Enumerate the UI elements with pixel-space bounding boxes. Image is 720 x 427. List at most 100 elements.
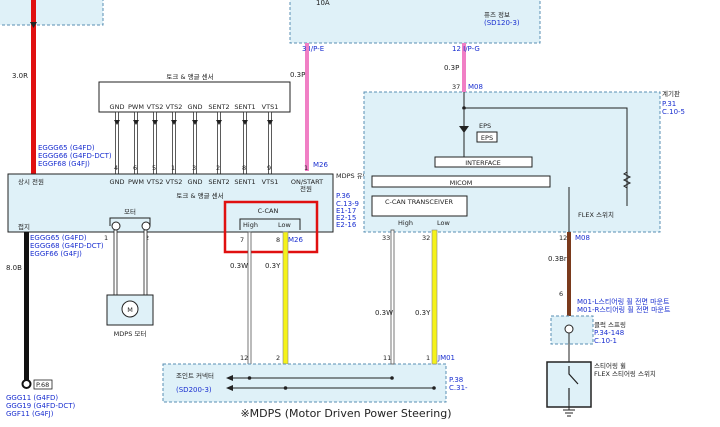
ground-ref-3: EGGF66 (G4FJ) (30, 250, 82, 258)
can-bracket (239, 218, 301, 230)
ign-conn-label: 3 I/P-E (302, 45, 324, 53)
ground-ref-1: EGGG65 (G4FD) (30, 234, 87, 242)
egg-ref-1: EGGG65 (G4FD) (38, 144, 95, 152)
can-connector: M26 (288, 236, 303, 244)
mdps-page-2: C.13-9 (336, 200, 359, 208)
motor-wire-1 (113, 229, 118, 297)
resistor-icon (622, 171, 632, 189)
motor-term-1 (111, 221, 121, 231)
motor-wire-2 (143, 229, 148, 297)
power-wire-label: 3.0R (12, 72, 28, 80)
ground-ref-2: EGGG68 (G4FD-DCT) (30, 242, 104, 250)
top-fuse-box (289, 0, 541, 44)
can-pin-high: 7 (240, 236, 244, 244)
joint-connector-box (162, 363, 447, 403)
mdps-torque-label: 토크 & 앵글 센서 (176, 191, 223, 200)
sensor-pin-label: VTS2 (166, 103, 183, 111)
can-high-wire-right-label: 0.3W (375, 309, 393, 317)
flex-brown-label: 0.3Br (548, 255, 567, 263)
mdps-name: MDPS 유닛 (336, 171, 369, 180)
cluster-flex-pin: 12 (559, 234, 567, 242)
sensor-connector-mark (242, 120, 248, 125)
ground-page-box (33, 379, 53, 390)
motor-label: 모터 (124, 207, 136, 216)
can-high-wire-left (247, 231, 252, 365)
ground-point-icon (21, 379, 32, 389)
mdps-pin-number: 4 (114, 164, 118, 172)
ground-wire (24, 232, 29, 380)
joint-dot-1 (247, 376, 252, 380)
mid-pink-label: 0.3P (444, 64, 459, 72)
mdps-pin-number: 2 (216, 164, 220, 172)
clock-spring-icon (564, 324, 574, 334)
motor-symbol-letter: M (127, 306, 133, 314)
clock-spring-page-2: C.10-1 (594, 337, 617, 345)
joint-pin-left: 12 (240, 354, 248, 362)
sensor-connector-mark (216, 120, 222, 125)
can-highlight (223, 200, 319, 254)
joint-high-arrow (226, 375, 233, 381)
flex-ground-icon (563, 409, 575, 417)
can-high-label: High (243, 221, 258, 229)
sensor-pin-label: GND (188, 103, 203, 111)
cluster-top-conn: M08 (468, 83, 483, 91)
micom-label: MICOM (450, 179, 473, 187)
mdps-page-3: E1-17 (336, 207, 356, 215)
flex-switch-note: 스티어링 휠 (594, 361, 626, 370)
egg-ref-3: EGGF68 (G4FJ) (38, 160, 90, 168)
joint-page-2: C.31- (449, 384, 468, 392)
joint-low-arrow (226, 385, 233, 391)
cluster-flex-label: FLEX 스위치 (578, 210, 614, 219)
cluster-pin-low: 32 (422, 234, 430, 242)
joint-dot-2 (283, 386, 288, 390)
sensor-connector-mark (192, 120, 198, 125)
flex-brown-wire (567, 232, 571, 316)
bottom-ground-ref-3: GGF11 (G4FJ) (6, 410, 54, 418)
mdps-ign-note: 전원 (300, 184, 312, 193)
joint-pin-right2: 1 (426, 354, 430, 362)
mdps-pin-number: 1 (304, 164, 308, 172)
cluster-low: Low (437, 219, 450, 227)
sensor-connector-mark (133, 120, 139, 125)
can-low-wire-left (282, 231, 289, 365)
caption: ※MDPS (Motor Driven Power Steering) (240, 407, 451, 420)
can-high-wire-left-label: 0.3W (230, 262, 248, 270)
torque-sensor-box (98, 81, 291, 113)
joint-pin-left2: 2 (276, 354, 280, 362)
joint-label-2: (SD200-3) (176, 386, 212, 394)
can-low-wire-left-label: 0.3Y (265, 262, 281, 270)
sensor-pin-label: VTS1 (262, 103, 279, 111)
cluster-high: High (398, 219, 413, 227)
mdps-pin-number: 3 (192, 164, 196, 172)
cluster-pin-high: 33 (382, 234, 390, 242)
mdps-pin-labels: 4GND6PWM5VTS21VTS23GND2SENT28SENT19VTS11… (110, 164, 324, 186)
interface-box (434, 156, 533, 168)
sensor-connector-mark (267, 120, 273, 125)
joint-label-1: 조인트 커넥터 (176, 371, 214, 380)
mdps-pin-label: VTS2 (166, 178, 183, 186)
motor-bracket (109, 217, 151, 226)
fuse-note: 퓨즈 정보 (484, 10, 510, 19)
mdps-pin-label: VTS1 (262, 178, 279, 186)
mdps-connector: M26 (313, 161, 328, 169)
mdps-left-power-label: 상시 전원 (18, 177, 44, 186)
can-label: C-CAN (258, 207, 279, 215)
sensor-title: 토크 & 앵글 센서 (166, 72, 213, 81)
eps-badge (476, 131, 498, 143)
flex-switch-icon (568, 366, 579, 400)
power-wire-arrow (30, 22, 37, 28)
mdps-ground-label: 접지 (18, 222, 30, 231)
mdps-pin-number: 1 (171, 164, 175, 172)
sensor-pin-label: VTS2 (147, 103, 164, 111)
mdps-pin-label: PWM (128, 178, 144, 186)
can-low-wire-right (431, 229, 438, 365)
sensor-connector-mark (152, 120, 158, 125)
flex-switch-label: FLEX 스티어링 스위치 (594, 369, 656, 378)
power-wire (31, 0, 36, 174)
sensor-pin-label: GND (110, 103, 125, 111)
flex-mid-ref-1: M01-L스티어링 휠 전면 마운트 (577, 297, 670, 306)
ign-wire-label: 0.3P (290, 71, 305, 79)
ign-wire (305, 43, 309, 171)
joint-page-1: P.38 (449, 376, 463, 384)
